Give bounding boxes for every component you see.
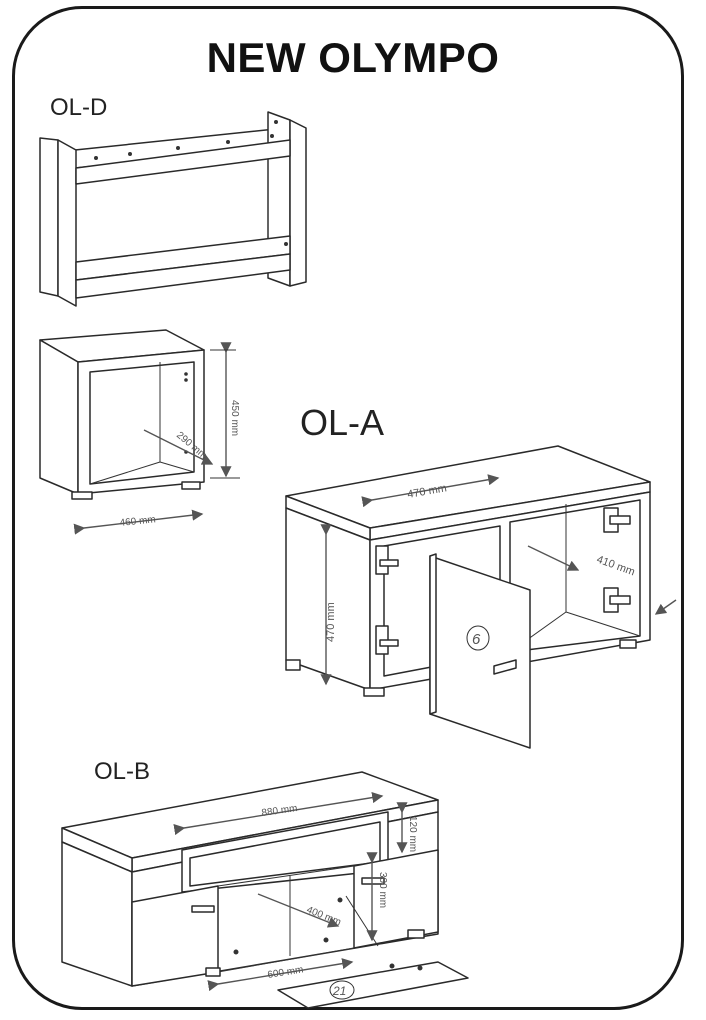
dim-label-120: 120 mm: [407, 816, 418, 852]
panel-part-number: 21: [332, 984, 346, 998]
page-title: NEW OLYMPO: [206, 34, 500, 81]
dim-label-300: 300 mm: [377, 872, 388, 908]
door-part-number: 6: [472, 631, 481, 648]
module-label-ol-b: OL-B: [94, 758, 151, 785]
ol-a-cabinet: 6 470 mm 470 mm 410 mm: [285, 445, 677, 749]
module-label-ol-a: OL-A: [300, 402, 385, 443]
ol-b-tv-cabinet: 21 880 mm 120 mm 300 mm 400 mm 600 mm: [61, 771, 469, 1009]
ol-small-cube: 450 mm 290 mm 460 mm: [39, 329, 240, 535]
dim-label-470-side: 470 mm: [325, 602, 337, 642]
rounded-frame: [12, 6, 684, 1010]
dim-label-450: 450 mm: [229, 400, 240, 436]
dim-label-460: 460 mm: [119, 514, 156, 529]
ol-d-wall-frame: [39, 111, 307, 307]
dim-label-880: 880 mm: [261, 803, 298, 819]
dim-label-600: 600 mm: [267, 964, 304, 981]
module-label-ol-d: OL-D: [50, 94, 108, 121]
